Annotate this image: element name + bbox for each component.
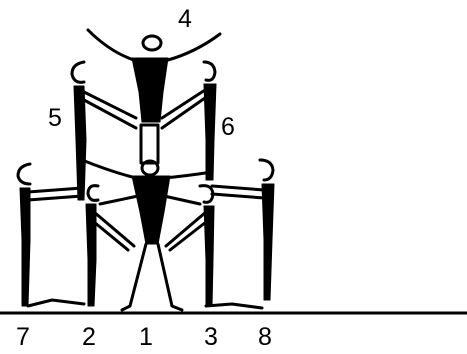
figure-8-arms bbox=[212, 186, 264, 198]
figure-7-arms bbox=[28, 188, 82, 200]
figure-4-head bbox=[143, 36, 161, 50]
figure-1 bbox=[82, 160, 212, 310]
figure-2-body bbox=[86, 204, 96, 306]
figure-4-torso bbox=[132, 58, 168, 122]
figure-6 bbox=[162, 62, 216, 180]
figure-7-head bbox=[18, 164, 30, 184]
figure-1-legs bbox=[122, 244, 182, 310]
figure-1-torso bbox=[132, 176, 170, 244]
figure-6-arms bbox=[162, 90, 205, 128]
label-1: 1 bbox=[139, 323, 153, 351]
figure-4-legs bbox=[141, 125, 158, 163]
figure-7-body bbox=[20, 188, 30, 306]
figure-7 bbox=[18, 164, 84, 306]
figure-8-head bbox=[260, 160, 273, 180]
figure-8 bbox=[212, 160, 274, 300]
figure-5-head bbox=[72, 62, 84, 82]
figure-5-arms bbox=[84, 92, 136, 128]
figure-3 bbox=[166, 186, 262, 308]
label-8: 8 bbox=[258, 323, 272, 351]
label-6: 6 bbox=[221, 113, 235, 141]
figure-6-head bbox=[204, 62, 215, 80]
figure-5-body bbox=[74, 86, 86, 200]
figure-2-arms bbox=[94, 212, 134, 250]
figure-2 bbox=[86, 186, 134, 306]
figure-5 bbox=[72, 62, 136, 200]
figure-7-feet bbox=[28, 300, 84, 306]
label-7: 7 bbox=[16, 323, 30, 351]
figure-4-arms bbox=[88, 30, 220, 60]
label-2: 2 bbox=[82, 323, 96, 351]
label-5: 5 bbox=[48, 104, 62, 132]
figure-4 bbox=[88, 30, 220, 163]
figure-8-body bbox=[262, 184, 274, 300]
label-3: 3 bbox=[204, 323, 218, 351]
figure-3-arms bbox=[166, 212, 206, 250]
label-4: 4 bbox=[178, 5, 192, 33]
figure-2-head bbox=[88, 186, 98, 201]
figure-3-feet bbox=[206, 304, 262, 308]
